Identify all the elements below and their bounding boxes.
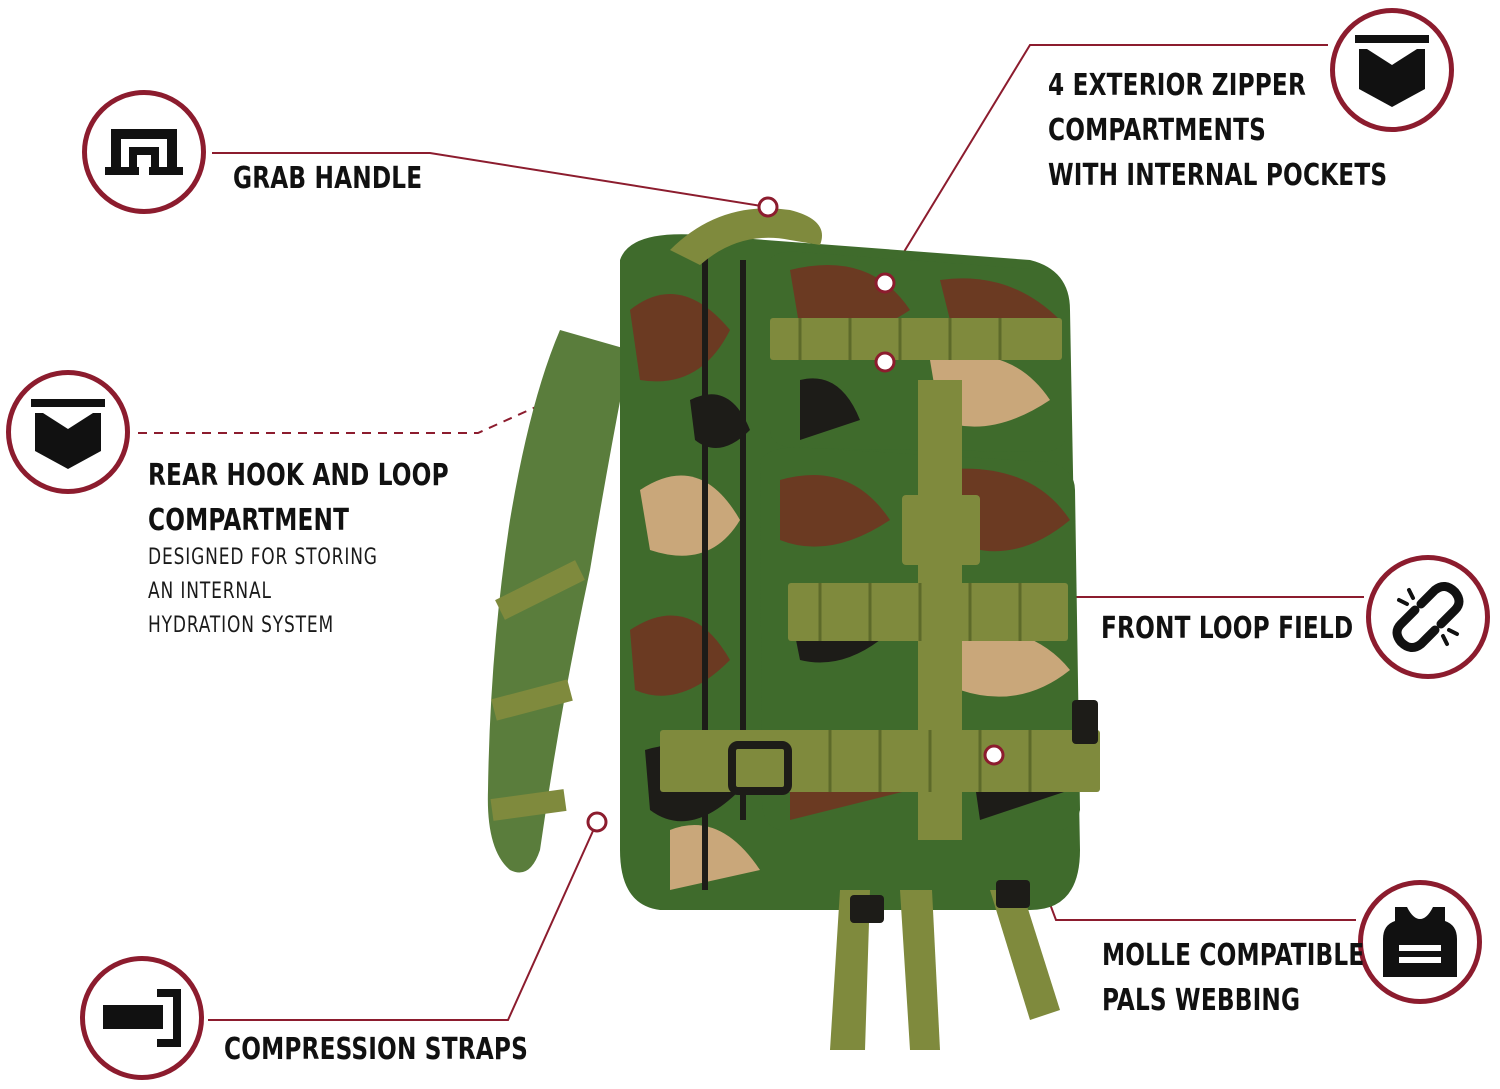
- compression-straps-label: COMPRESSION STRAPS: [224, 1027, 528, 1072]
- vest-icon: [1383, 907, 1457, 977]
- grab-handle-title: GRAB HANDLE: [233, 161, 423, 196]
- strap-icon: [103, 989, 181, 1047]
- chain-link-icon: [1392, 582, 1464, 652]
- front-loop-badge: [1366, 555, 1490, 679]
- exterior-zipper-title-3: WITH INTERNAL POCKETS: [1048, 158, 1388, 193]
- backpack-image: [487, 208, 1100, 1050]
- molle-badge: [1358, 880, 1482, 1004]
- molle-label: MOLLE COMPATIBLE PALS WEBBING: [1102, 933, 1364, 1023]
- zipper-pocket-icon: [1355, 35, 1429, 107]
- molle-title-2: PALS WEBBING: [1102, 983, 1301, 1018]
- rear-compartment-title-2: COMPARTMENT: [148, 503, 350, 538]
- shield-pocket-icon: [31, 399, 105, 469]
- rear-compartment-desc-3: HYDRATION SYSTEM: [148, 613, 335, 638]
- front-loop-label: FRONT LOOP FIELD: [1101, 606, 1353, 651]
- front-loop-dot: [874, 351, 896, 373]
- grab-handle-icon: [105, 129, 183, 175]
- rear-compartment-description: DESIGNED FOR STORING AN INTERNAL HYDRATI…: [148, 541, 378, 643]
- compression-straps-badge: [80, 956, 204, 1080]
- front-loop-title: FRONT LOOP FIELD: [1101, 611, 1354, 646]
- exterior-zipper-title-2: COMPARTMENTS: [1048, 113, 1267, 148]
- rear-compartment-desc-1: DESIGNED FOR STORING: [148, 545, 378, 570]
- compression-straps-leader: [208, 821, 598, 1021]
- grab-handle-dot: [757, 196, 779, 218]
- grab-handle-leader: [212, 152, 769, 208]
- rear-compartment-badge: [6, 370, 130, 494]
- exterior-zipper-label: 4 EXTERIOR ZIPPER COMPARTMENTS WITH INTE…: [1048, 63, 1387, 198]
- exterior-zipper-leader: [884, 44, 1328, 284]
- molle-title-1: MOLLE COMPATIBLE: [1102, 938, 1365, 973]
- compression-straps-title: COMPRESSION STRAPS: [224, 1032, 528, 1067]
- compression-straps-dot: [586, 811, 608, 833]
- rear-compartment-title-1: REAR HOOK AND LOOP: [148, 458, 449, 493]
- grab-handle-badge: [82, 90, 206, 214]
- rear-compartment-label: REAR HOOK AND LOOP COMPARTMENT: [148, 453, 449, 543]
- exterior-zipper-dot: [874, 272, 896, 294]
- grab-handle-label: GRAB HANDLE: [233, 156, 422, 201]
- molle-dot: [983, 744, 1005, 766]
- exterior-zipper-badge: [1330, 8, 1454, 132]
- rear-compartment-leader: [138, 359, 641, 434]
- rear-compartment-desc-2: AN INTERNAL: [148, 579, 272, 604]
- exterior-zipper-title-1: 4 EXTERIOR ZIPPER: [1048, 68, 1307, 103]
